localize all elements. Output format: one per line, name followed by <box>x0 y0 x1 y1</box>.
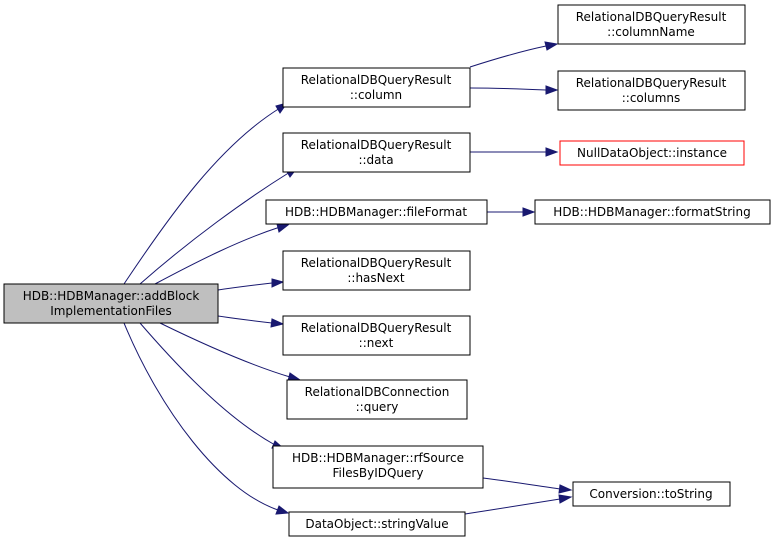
node-toString[interactable]: Conversion::toString <box>572 481 731 507</box>
node-fileFormat-label: HDB::HDBManager::fileFormat <box>285 205 467 219</box>
node-column-line1: RelationalDBQueryResult <box>301 73 452 87</box>
node-columnName-line2: ::columnName <box>607 25 695 39</box>
node-column[interactable]: RelationalDBQueryResult ::column <box>282 67 471 108</box>
node-rfSource-line2: FilesByIDQuery <box>333 466 424 480</box>
edge-stringValue-toString <box>464 494 573 515</box>
edge-fileFormat-formatString <box>487 207 536 217</box>
node-query[interactable]: RelationalDBConnection ::query <box>286 379 468 420</box>
node-nullInstance[interactable]: NullDataObject::instance <box>559 140 745 166</box>
node-hasNext[interactable]: RelationalDBQueryResult ::hasNext <box>282 250 471 291</box>
node-data[interactable]: RelationalDBQueryResult ::data <box>282 132 471 173</box>
node-toString-label: Conversion::toString <box>589 487 712 501</box>
node-columns-line2: ::columns <box>622 91 681 105</box>
node-next-line1: RelationalDBQueryResult <box>301 321 452 335</box>
edge-rfSource-toString <box>482 477 573 494</box>
node-nullInstance-label: NullDataObject::instance <box>577 146 727 160</box>
node-column-line2: ::column <box>350 88 402 102</box>
node-columnName-line1: RelationalDBQueryResult <box>576 10 727 24</box>
node-root[interactable]: HDB::HDBManager::addBlock Implementation… <box>3 283 219 324</box>
edge-root-stringValue <box>123 322 290 515</box>
node-columnName[interactable]: RelationalDBQueryResult ::columnName <box>557 4 746 45</box>
node-columns-line1: RelationalDBQueryResult <box>576 76 727 90</box>
node-formatString-label: HDB::HDBManager::formatString <box>553 205 750 219</box>
edge-root-query <box>159 322 302 382</box>
edge-data-nullInstance <box>470 147 559 157</box>
edge-column-columns <box>469 85 559 95</box>
node-rfSource-line1: HDB::HDBManager::rfSource <box>292 451 464 465</box>
edge-root-data <box>139 167 299 285</box>
node-query-line2: ::query <box>356 400 399 414</box>
node-columns[interactable]: RelationalDBQueryResult ::columns <box>557 70 746 111</box>
node-root-line1: HDB::HDBManager::addBlock <box>23 289 200 303</box>
edge-column-columnName <box>469 41 559 68</box>
node-next[interactable]: RelationalDBQueryResult ::next <box>282 315 471 356</box>
node-next-line2: ::next <box>359 336 394 350</box>
edge-root-next <box>217 315 285 328</box>
node-stringValue[interactable]: DataObject::stringValue <box>288 511 466 537</box>
node-formatString[interactable]: HDB::HDBManager::formatString <box>534 199 771 225</box>
node-hasNext-line1: RelationalDBQueryResult <box>301 256 452 270</box>
node-query-line1: RelationalDBConnection <box>305 385 450 399</box>
node-fileFormat[interactable]: HDB::HDBManager::fileFormat <box>265 199 488 225</box>
node-root-line2: ImplementationFiles <box>50 304 172 318</box>
edge-root-hasNext <box>217 278 285 291</box>
edge-root-rfSource <box>139 322 286 450</box>
edge-root-column <box>123 102 289 285</box>
node-hasNext-line2: ::hasNext <box>347 271 405 285</box>
node-data-line1: RelationalDBQueryResult <box>301 138 452 152</box>
node-stringValue-label: DataObject::stringValue <box>305 517 448 531</box>
node-rfSource[interactable]: HDB::HDBManager::rfSource FilesByIDQuery <box>272 445 484 489</box>
node-data-line2: ::data <box>358 153 393 167</box>
